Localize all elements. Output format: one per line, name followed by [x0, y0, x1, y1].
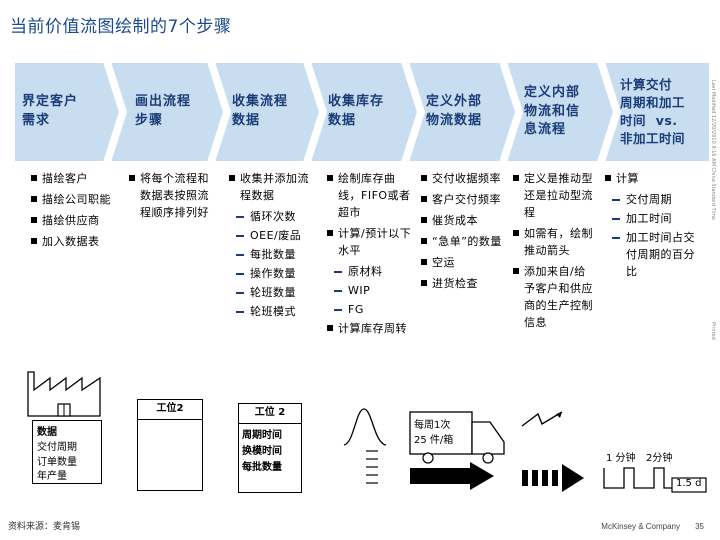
sub-item: WIP	[326, 282, 412, 299]
page-title: 当前价值流图绘制的7个步骤	[10, 17, 232, 37]
sub-item: 加工时间占交付周期的百分比	[604, 229, 704, 280]
data-box-line: 年产量	[37, 471, 67, 482]
sub-item: 轮班模式	[228, 303, 316, 320]
footer-brand: McKinsey & Company	[601, 522, 680, 531]
factory-icon	[27, 371, 101, 417]
chevron-7	[602, 62, 710, 162]
chevron-1	[14, 62, 122, 162]
timeline-total: 1.5 d	[676, 478, 702, 489]
col-internal-logistics: 定义是推动型还是拉动型流程 如需有，绘制推动箭头 添加来自/给予客户和供应商的生…	[512, 170, 596, 335]
sub-item: OEE/废品	[228, 227, 316, 244]
chevron-2	[108, 62, 226, 162]
step-6-label: 定义内部物流和信息流程	[524, 84, 581, 138]
col-process-data: 收集并添加流程数据 循环次数 OEE/废品 每批数量 操作数量 轮班数量 轮班模…	[228, 170, 316, 322]
process-box-icon: 工位2	[137, 399, 203, 491]
process-box-title: 工位2	[138, 400, 202, 420]
process-data-line: 每批数量	[242, 462, 282, 473]
data-box-icon: 数据 交付周期 订单数量 年产量	[32, 420, 102, 484]
page-number: 35	[695, 522, 704, 531]
footer-source: 资料来源：麦肯锡	[8, 522, 81, 532]
col-inventory: 绘制库存曲线，FIFO或者超市 计算/预计以下水平 原材料 WIP FG 计算库…	[326, 170, 412, 341]
col-customer: 描绘客户 描绘公司职能 描绘供应商 加入数据表	[30, 170, 116, 254]
list-item: “急单”的数量	[420, 233, 502, 250]
process-data-line: 换模时间	[242, 446, 282, 457]
inventory-curve-icon	[343, 408, 387, 484]
step-1-label: 界定客户需求	[22, 94, 79, 128]
sub-item: 轮班数量	[228, 284, 316, 301]
list-item: 如需有，绘制推动箭头	[512, 225, 596, 259]
chevron-5	[406, 62, 518, 162]
step-3-label: 收集流程数据	[232, 94, 289, 128]
list-item: 交付收据频率	[420, 170, 502, 187]
list-item: 定义是推动型还是拉动型流程	[512, 170, 596, 221]
data-box-line: 交付周期	[37, 442, 77, 453]
list-item: 描绘公司职能	[30, 191, 116, 208]
process-data-box-icon: 工位 2 周期时间 换模时间 每批数量	[238, 403, 302, 493]
sub-item: 循环次数	[228, 208, 316, 225]
list-item: 加入数据表	[30, 233, 116, 250]
list-item: 计算/预计以下水平	[326, 225, 412, 259]
list-item: 绘制库存曲线，FIFO或者超市	[326, 170, 412, 221]
chevron-3	[212, 62, 322, 162]
col-lead-time: 计算 交付周期 加工时间 加工时间占交付周期的百分比	[604, 170, 704, 282]
chevron-4	[308, 62, 420, 162]
sub-item: 交付周期	[604, 191, 704, 208]
sub-item: FG	[326, 301, 412, 318]
list-item: 将每个流程和数据表按照流程顺序排列好	[128, 170, 218, 221]
process-data-line: 周期时间	[242, 430, 282, 441]
list-item: 描绘供应商	[30, 212, 116, 229]
timeline-icon	[603, 467, 707, 493]
chevron-strip	[14, 62, 710, 162]
timeline-label-2: 2分钟	[646, 453, 673, 464]
truck-label: 每周1次 25 件/箱	[414, 420, 454, 446]
chevron-6	[504, 62, 616, 162]
list-item: 描绘客户	[30, 170, 116, 187]
timeline-label-1: 1 分钟	[606, 453, 636, 464]
list-item: 催货成本	[420, 212, 502, 229]
truck-icon	[409, 411, 505, 490]
list-item: 计算	[604, 170, 704, 187]
list-item: 进货检查	[420, 275, 502, 292]
step-2-label: 画出流程步骤	[135, 94, 192, 128]
data-box-line: 订单数量	[37, 456, 77, 468]
last-modified-note: Last Modified 12/20/2010 9:16 AM China S…	[710, 80, 716, 220]
printed-note: Printed	[710, 322, 716, 340]
col-external-logistics: 交付收据频率 客户交付频率 催货成本 “急单”的数量 空运 进货检查	[420, 170, 502, 296]
sub-item: 原材料	[326, 263, 412, 280]
data-box-title: 数据	[37, 427, 57, 438]
push-arrow-icon	[521, 411, 584, 492]
list-item: 空运	[420, 254, 502, 271]
step-5-label: 定义外部物流数据	[426, 94, 483, 128]
list-item: 客户交付频率	[420, 191, 502, 208]
sub-item: 操作数量	[228, 265, 316, 282]
steps-band: 界定客户需求 画出流程步骤 收集流程数据 收集库存数据 定义外部物流数据 定义内…	[14, 62, 710, 162]
process-data-box-title: 工位 2	[239, 404, 301, 424]
list-item: 收集并添加流程数据	[228, 170, 316, 204]
sub-item: 加工时间	[604, 210, 704, 227]
step-7-label: 计算交付周期和加工时间 vs.非加工时间	[620, 76, 686, 147]
list-item: 计算库存周转	[326, 320, 412, 337]
sub-item: 每批数量	[228, 246, 316, 263]
step-4-label: 收集库存数据	[328, 94, 385, 128]
col-process-steps: 将每个流程和数据表按照流程顺序排列好	[128, 170, 218, 225]
list-item: 添加来自/给予客户和供应商的生产控制信息	[512, 263, 596, 331]
